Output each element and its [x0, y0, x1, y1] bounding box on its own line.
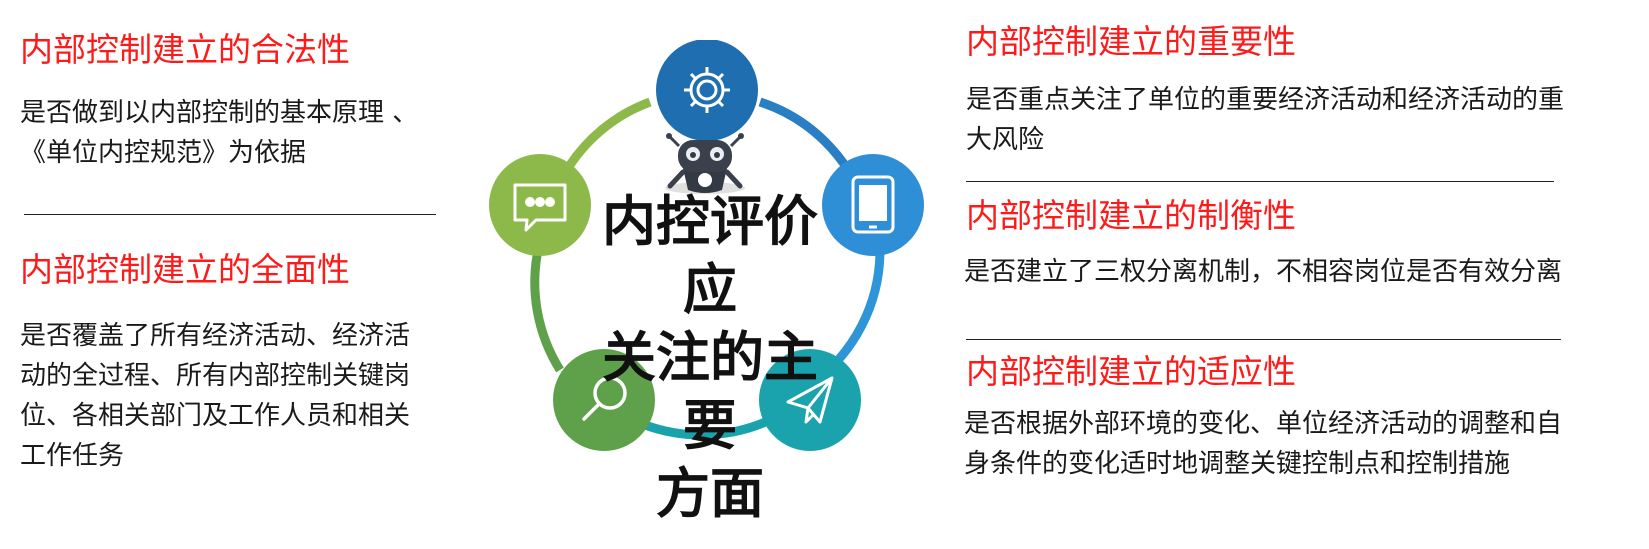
- importance-text: 是否重点关注了单位的重要经济活动和经济活动的重大风险: [966, 85, 1565, 155]
- left-divider: [24, 214, 436, 215]
- chat-bubble-icon: [513, 183, 567, 232]
- gear-node: [656, 40, 758, 141]
- ring-arc-bottom: [643, 415, 772, 440]
- robot-mascot-icon: [665, 133, 745, 194]
- legality-title: 内部控制建立的合法性: [20, 30, 350, 69]
- center-title-line-3: 方面: [656, 462, 764, 525]
- adaptability-title: 内部控制建立的适应性: [966, 352, 1296, 391]
- right-divider-1: [966, 181, 1554, 182]
- paper-plane-node: [759, 349, 861, 451]
- legality-text: 是否做到以内部控制的基本原理 、《单位内控规范》为依据: [20, 98, 419, 168]
- checks-balances-title: 内部控制建立的制衡性: [966, 196, 1296, 235]
- right-divider-2: [966, 339, 1561, 340]
- cycle-diagram: [489, 40, 924, 451]
- center-title-line-1: 内控评价应: [602, 190, 818, 321]
- tablet-icon: [851, 175, 895, 234]
- search-icon: [582, 376, 627, 421]
- ring-arc-top-left: [566, 97, 652, 168]
- tablet-node: [822, 154, 924, 256]
- ring-arc-left: [530, 249, 564, 373]
- importance-title: 内部控制建立的重要性: [966, 22, 1296, 61]
- checks-balances-text: 是否建立了三权分离机制，不相容岗位是否有效分离: [964, 257, 1563, 287]
- search-node: [553, 349, 655, 451]
- center-title-line-2: 关注的主要: [602, 326, 818, 457]
- paper-plane-icon: [786, 376, 834, 424]
- comprehensiveness-title: 内部控制建立的全面性: [20, 250, 350, 289]
- gear-icon: [684, 67, 730, 113]
- adaptability-text: 是否根据外部环境的变化、单位经济活动的调整和自身条件的变化适时地调整关键控制点和…: [964, 409, 1563, 479]
- center-title: 内控评价应 关注的主要 方面: [580, 188, 840, 528]
- comprehensiveness-text: 是否覆盖了所有经济活动、经济活动的全过程、所有内部控制关键岗位、各相关部门及工作…: [20, 321, 411, 471]
- chat-node: [489, 154, 591, 256]
